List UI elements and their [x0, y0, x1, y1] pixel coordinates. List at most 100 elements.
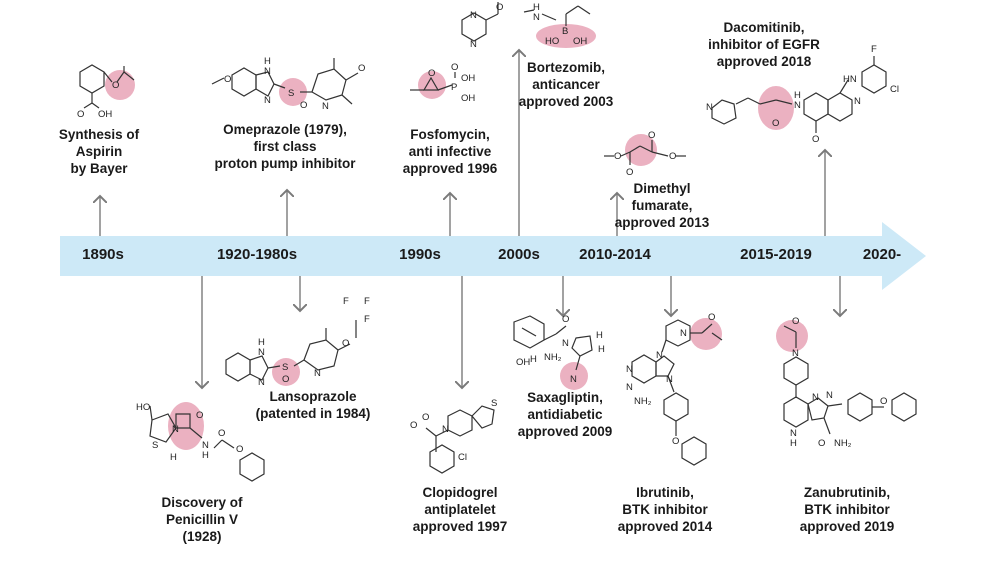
- event-label-saxagliptin: Saxagliptin, antidiabetic approved 2009: [518, 389, 613, 440]
- highlight-omeprazole: [279, 78, 307, 106]
- highlight-aspirin: [105, 70, 135, 100]
- atom-lansoprazole-8: O: [282, 374, 289, 385]
- atom-ibrutinib-4: N: [626, 364, 633, 375]
- atom-omeprazole-5: O: [300, 100, 307, 111]
- event-line: Saxagliptin,: [527, 390, 603, 405]
- atom-bortezomib-7: HO: [545, 36, 559, 47]
- atom-fosfomycin-2: OH: [461, 73, 475, 84]
- atom-lansoprazole-1: F: [364, 296, 370, 307]
- atom-lansoprazole-4: H: [258, 337, 265, 348]
- event-line: Synthesis of: [58, 127, 140, 142]
- atom-bortezomib-5: B: [562, 26, 568, 37]
- atom-bortezomib-6: OH: [573, 36, 587, 47]
- atom-dacomitinib-8: O: [812, 134, 819, 145]
- event-label-fosfomycin: Fosfomycin, anti infective approved 1996: [403, 126, 498, 177]
- structure-fosfomycin: O O OH P OH: [410, 62, 475, 104]
- event-line: antiplatelet: [424, 502, 496, 517]
- event-line: Aspirin: [75, 144, 123, 159]
- atom-ibrutinib-5: N: [626, 382, 633, 393]
- atom-ibrutinib-0: O: [708, 312, 715, 323]
- event-line: Dacomitinib,: [723, 20, 805, 35]
- atom-dacomitinib-7: N: [854, 96, 861, 107]
- atom-lansoprazole-0: F: [343, 296, 349, 307]
- atom-penicillin-8: O: [236, 444, 243, 455]
- event-line: approved 1997: [412, 519, 508, 534]
- highlight-dacomitinib: [758, 86, 794, 130]
- atom-omeprazole-4: S: [288, 88, 294, 99]
- atom-omeprazole-0: O: [224, 74, 231, 85]
- atom-aspirin-1: OH: [98, 109, 112, 120]
- atom-zanubrutinib-5: O: [818, 438, 825, 449]
- atom-omeprazole-3: N: [264, 95, 271, 106]
- event-line: approved 2018: [716, 54, 812, 69]
- atom-omeprazole-6: N: [322, 101, 329, 112]
- atom-saxagliptin-0: O: [562, 314, 569, 325]
- event-line: approved 2003: [518, 94, 614, 109]
- event-line: Dimethyl: [633, 181, 691, 196]
- atom-clopidogrel-1: O: [410, 420, 417, 431]
- atom-dacomitinib-5: N: [794, 100, 801, 111]
- atom-zanubrutinib-1: N: [792, 348, 799, 359]
- atom-zanubrutinib-7: N: [826, 390, 833, 401]
- event-line: Ibrutinib,: [636, 485, 694, 500]
- event-line: Clopidogrel: [422, 485, 498, 500]
- atom-clopidogrel-3: N: [442, 424, 449, 435]
- structure-zanubrutinib: O N N N H O NH₂ N O: [776, 316, 917, 449]
- atom-dacomitinib-2: Cl: [890, 84, 899, 95]
- atom-penicillin-7: O: [218, 428, 225, 439]
- event-line: fumarate,: [631, 198, 693, 213]
- atom-lansoprazole-5: N: [258, 347, 265, 358]
- event-label-dimethyl-fumarate: Dimethyl fumarate, approved 2013: [615, 180, 710, 231]
- atom-bortezomib-2: O: [496, 2, 503, 13]
- atom-fosfomycin-3: P: [451, 82, 457, 93]
- event-line: Zanubrutinib,: [803, 485, 891, 500]
- atom-saxagliptin-1: H: [530, 354, 537, 365]
- atom-dimethyl-fumarate-2: O: [648, 130, 655, 141]
- atom-penicillin-4: H: [170, 452, 177, 463]
- atom-clopidogrel-2: S: [491, 398, 497, 409]
- atom-penicillin-3: S: [152, 440, 158, 451]
- connectors: [100, 50, 840, 388]
- event-label-zanubrutinib: Zanubrutinib, BTK inhibitor approved 201…: [800, 484, 895, 535]
- event-line: (patented in 1984): [255, 406, 371, 421]
- structure-dimethyl-fumarate: O O O O: [604, 130, 686, 178]
- atom-zanubrutinib-0: O: [792, 316, 799, 327]
- atom-penicillin-6: H: [202, 450, 209, 461]
- era-1890s: 1890s: [82, 246, 124, 263]
- structure-ibrutinib: O N N N N N NH₂ O: [626, 312, 723, 466]
- structure-lansoprazole: F F F O H N N S O N: [225, 296, 370, 388]
- atom-dimethyl-fumarate-1: O: [626, 167, 633, 178]
- highlight-bortezomib: [536, 24, 596, 48]
- event-line: Bortezomib,: [526, 60, 606, 75]
- event-line: BTK inhibitor: [622, 502, 708, 517]
- atom-dacomitinib-4: H: [794, 90, 801, 101]
- atom-ibrutinib-7: O: [672, 436, 679, 447]
- atom-fosfomycin-4: OH: [461, 93, 475, 104]
- atom-saxagliptin-4: NH₂: [544, 352, 562, 363]
- event-line: Penicillin V: [165, 512, 239, 527]
- atom-zanubrutinib-2: N: [812, 392, 819, 403]
- atom-clopidogrel-0: O: [422, 412, 429, 423]
- timeline-arrow-band: [60, 222, 926, 290]
- atom-lansoprazole-7: S: [282, 362, 288, 373]
- atom-penicillin-1: HO: [136, 402, 150, 413]
- atom-ibrutinib-6: NH₂: [634, 396, 652, 407]
- atom-aspirin-2: O: [77, 109, 84, 120]
- atom-lansoprazole-3: O: [342, 338, 349, 349]
- era-2000s: 2000s: [498, 246, 540, 263]
- structure-clopidogrel: O O S N Cl: [410, 398, 497, 474]
- event-line: proton pump inhibitor: [214, 156, 356, 171]
- event-label-clopidogrel: Clopidogrel antiplatelet approved 1997: [413, 484, 508, 535]
- atom-dimethyl-fumarate-3: O: [669, 151, 676, 162]
- atom-zanubrutinib-3: N: [790, 428, 797, 439]
- event-label-ibrutinib: Ibrutinib, BTK inhibitor approved 2014: [618, 484, 713, 535]
- event-line: approved 2014: [617, 519, 713, 534]
- atom-ibrutinib-2: N: [656, 350, 663, 361]
- atom-ibrutinib-3: N: [666, 374, 673, 385]
- atom-omeprazole-2: N: [264, 66, 271, 77]
- atom-penicillin-5: N: [202, 440, 209, 451]
- highlight-saxagliptin: [560, 362, 588, 390]
- event-line: inhibitor of EGFR: [708, 37, 820, 52]
